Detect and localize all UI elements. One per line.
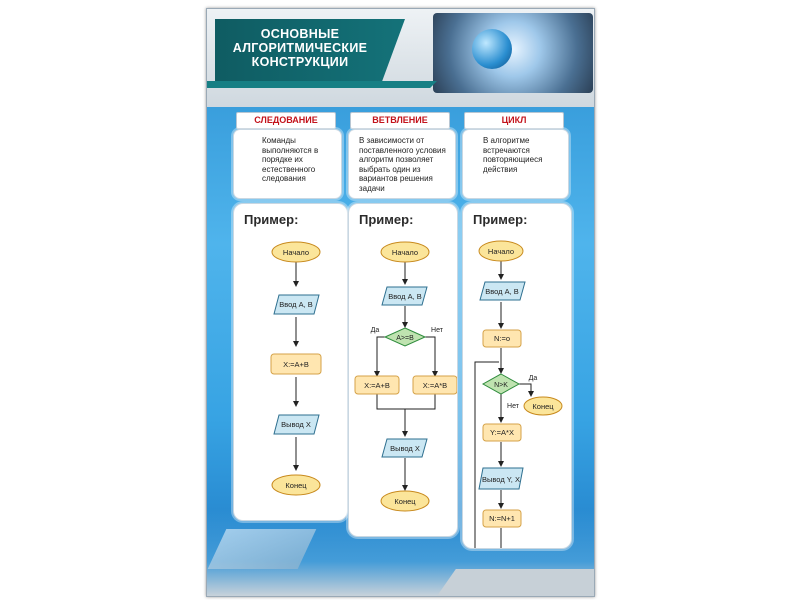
node-start-label: Начало: [488, 247, 514, 256]
poster-title: ОСНОВНЫЕ АЛГОРИТМИЧЕСКИЕ КОНСТРУКЦИИ: [215, 19, 405, 81]
node-input-label: Ввод А, В: [485, 287, 519, 296]
node-end-label: Конец: [285, 481, 307, 490]
terminator-end: [271, 474, 321, 496]
branch-yes-label: Да: [371, 327, 380, 334]
process-box: [270, 353, 322, 375]
title-line-3: КОНСТРУКЦИИ: [251, 55, 349, 69]
node-start-label: Начало: [392, 248, 418, 257]
process-box: [482, 423, 522, 442]
title-line-2: АЛГОРИТМИЧЕСКИЕ: [232, 41, 368, 55]
definition-loop-text: В алгоритме встречаются повторяющиеся де…: [483, 136, 543, 174]
node-start-label: Начало: [283, 248, 309, 257]
node-output-label: Вывод Y, X: [482, 475, 520, 484]
example-sequence-title: Пример:: [244, 212, 299, 227]
node-condition-label: A>=B: [396, 335, 414, 342]
definition-sequence: Команды выполняются в порядке их естеств…: [233, 129, 342, 199]
title-line-1: ОСНОВНЫЕ: [260, 27, 340, 41]
terminator-start: [380, 241, 430, 263]
terminator-end: [523, 396, 563, 416]
example-branching-title: Пример:: [359, 212, 414, 227]
io-input: [381, 286, 428, 306]
laptop-decoration: [207, 529, 317, 569]
terminator-start: [271, 241, 321, 263]
branch-yes-label: Да: [529, 375, 538, 382]
definition-loop: В алгоритме встречаются повторяющиеся де…: [462, 129, 569, 199]
node-right-process-label: X:=A*B: [423, 381, 447, 390]
node-condition-label: N>K: [494, 382, 508, 389]
terminator-end: [380, 490, 430, 512]
definition-sequence-text: Команды выполняются в порядке их естеств…: [262, 136, 319, 183]
tab-loop: ЦИКЛ: [464, 112, 564, 129]
flowchart-branching: Начало Ввод А, В A>=B Да Нет X:=A+B X:=A…: [354, 241, 457, 512]
process-box-left: [354, 375, 400, 395]
io-output: [478, 467, 524, 490]
flowchart-loop: Начало Ввод А, В N:=o N>K Да Нет Конец Y…: [474, 240, 563, 548]
definition-branching-text: В зависимости от поставленного условия а…: [359, 136, 446, 193]
increment-box: [482, 509, 522, 528]
poster: ОСНОВНЫЕ АЛГОРИТМИЧЕСКИЕ КОНСТРУКЦИИ СЛЕ…: [206, 8, 595, 597]
example-loop-title: Пример:: [473, 212, 528, 227]
branch-no-label: Нет: [431, 327, 444, 334]
decision-diamond: [383, 327, 427, 347]
tab-sequence: СЛЕДОВАНИЕ: [236, 112, 336, 129]
process-box-right: [412, 375, 457, 395]
decision-diamond: [481, 373, 521, 395]
init-box: [482, 329, 522, 348]
node-init-label: N:=o: [494, 334, 510, 343]
node-process-label: X:=A+B: [283, 360, 309, 369]
tab-branching: ВЕТВЛЕНИЕ: [350, 112, 450, 129]
io-input: [273, 294, 320, 315]
definition-branching: В зависимости от поставленного условия а…: [348, 129, 456, 199]
node-increment-label: N:=N+1: [489, 514, 515, 523]
branch-no-label: Нет: [507, 403, 520, 410]
node-output-label: Вывод X: [390, 444, 420, 453]
io-input: [479, 281, 526, 301]
corner-decoration: [437, 569, 594, 596]
teal-stripe: [207, 81, 437, 88]
flowchart-sequence: Начало Ввод А, В X:=A+B Вывод X Конец: [270, 241, 322, 496]
technology-header-image: [433, 13, 593, 93]
example-branching: Пример: Начало Ввод А, В A>=B Да Нет: [348, 203, 458, 537]
globe-icon: [472, 29, 512, 69]
node-end-label: Конец: [394, 497, 416, 506]
node-process-label: Y:=A*X: [490, 428, 514, 437]
node-input-label: Ввод А, В: [388, 292, 422, 301]
node-output-label: Вывод X: [281, 420, 311, 429]
node-input-label: Ввод А, В: [279, 300, 313, 309]
example-loop: Пример: Начало Ввод А, В N:=o N>K: [462, 203, 572, 549]
node-end-label: Конец: [532, 402, 554, 411]
io-output: [381, 438, 428, 458]
node-left-process-label: X:=A+B: [364, 381, 390, 390]
io-output: [273, 414, 320, 435]
terminator-start: [478, 240, 524, 262]
example-sequence: Пример: Начало Ввод А, В X:=A+B Вывод X …: [233, 203, 348, 521]
